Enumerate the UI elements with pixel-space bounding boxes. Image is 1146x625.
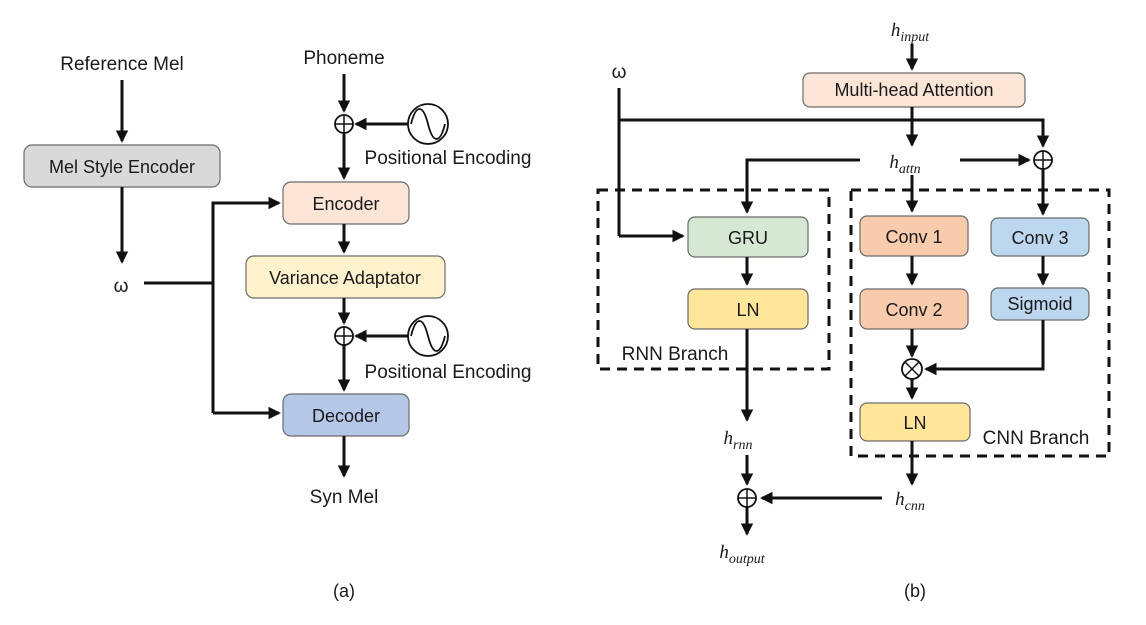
encoder-box xyxy=(282,181,410,225)
cnn-branch-box xyxy=(849,188,1111,458)
sine-wave-icon xyxy=(407,315,449,357)
decoder-label: Decoder xyxy=(312,406,380,426)
h-input-label: hinput xyxy=(891,20,930,45)
rnn-branch-label: RNN Branch xyxy=(622,344,729,365)
conv2-box xyxy=(859,288,969,330)
sine-wave-icon xyxy=(407,103,449,145)
conv2-label: Conv 2 xyxy=(885,300,942,320)
conv3-label: Conv 3 xyxy=(1011,228,1068,248)
caption-a: (a) xyxy=(333,581,355,601)
syn-mel-label: Syn Mel xyxy=(310,487,379,508)
omega-label-a: ω xyxy=(114,276,129,297)
gru-label: GRU xyxy=(728,228,768,248)
sigmoid-box xyxy=(990,287,1090,321)
positional-encoding-label-2: Positional Encoding xyxy=(365,362,532,383)
panel-b: hinput Multi-head Attention ω hattn RNN … xyxy=(596,20,1111,601)
multiplier xyxy=(901,358,923,380)
h-rnn-label: hrnn xyxy=(724,428,753,453)
multihead-attention-label: Multi-head Attention xyxy=(834,80,993,100)
ln-cnn-label: LN xyxy=(903,413,926,433)
multihead-attention-box xyxy=(802,72,1026,108)
ln-cnn-box xyxy=(859,402,971,442)
phoneme-label: Phoneme xyxy=(303,48,384,69)
panel-a: Reference Mel Mel Style Encoder ω Phonem… xyxy=(23,48,532,601)
cnn-branch-label: CNN Branch xyxy=(983,428,1090,449)
conv1-label: Conv 1 xyxy=(885,227,942,247)
ln-rnn-label: LN xyxy=(736,300,759,320)
encoder-label: Encoder xyxy=(312,194,379,214)
conv3-box xyxy=(990,217,1090,257)
reference-mel-label: Reference Mel xyxy=(60,54,184,75)
h-cnn-label: hcnn xyxy=(895,489,925,514)
positional-encoding-label-1: Positional Encoding xyxy=(365,148,532,169)
h-output-label: houtput xyxy=(719,542,765,567)
caption-b: (b) xyxy=(904,581,926,601)
omega-label-b: ω xyxy=(612,62,627,83)
variance-adaptor-label: Variance Adaptator xyxy=(269,268,421,288)
sigmoid-label: Sigmoid xyxy=(1007,294,1072,314)
decoder-box xyxy=(282,393,410,437)
conv1-box xyxy=(859,215,969,257)
mel-style-encoder-label: Mel Style Encoder xyxy=(49,157,195,177)
h-attn-label: hattn xyxy=(889,152,920,177)
